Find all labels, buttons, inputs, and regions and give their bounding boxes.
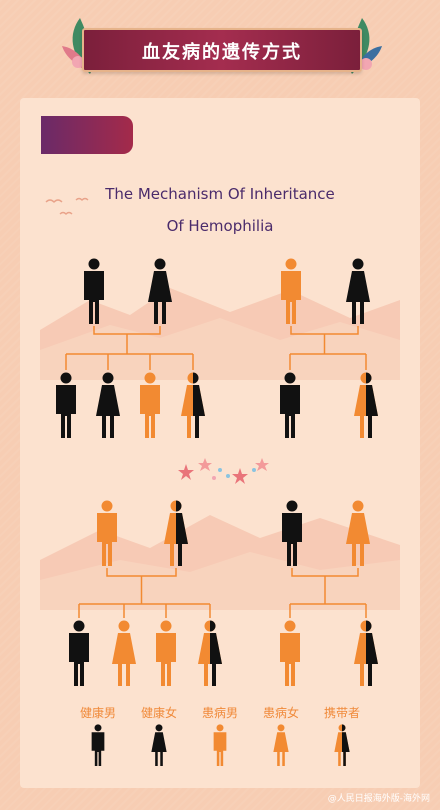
family-1-child-2	[96, 372, 120, 438]
family-4-child-2	[354, 620, 378, 686]
legend-figure-female-affected	[273, 724, 289, 766]
family-1-child-1	[56, 372, 76, 438]
family-3-child-2	[112, 620, 136, 686]
section-tag	[41, 116, 133, 154]
heading-line-2: Of Hemophilia	[166, 217, 274, 235]
star-icon	[178, 458, 269, 484]
content-card	[20, 98, 420, 788]
family-1-child-3	[140, 372, 160, 438]
bird-icon	[45, 197, 89, 215]
family-1-child-4	[181, 372, 205, 438]
legend-figure-female-carrier	[334, 724, 350, 766]
mountain-landscape-icon	[40, 288, 400, 610]
legend-label-affected-male: 患病男	[201, 706, 238, 720]
family-2-child-1	[280, 372, 300, 438]
banner-title: 血友病的遗传方式	[142, 42, 302, 63]
title-banner: 血友病的遗传方式	[82, 28, 362, 72]
heading-line-1: The Mechanism Of Inheritance	[105, 185, 335, 203]
family-3-child-1	[69, 620, 89, 686]
family-2-child-2	[354, 372, 378, 438]
legend-figure-male-affected	[213, 724, 227, 766]
legend-label-healthy-female: 健康女	[140, 706, 177, 720]
legend-label-carrier: 携带者	[323, 706, 360, 720]
family-3-child-3	[156, 620, 176, 686]
legend-label-affected-female: 患病女	[262, 706, 299, 720]
connector-lines	[65, 326, 367, 618]
legend-figure-female-healthy	[151, 724, 167, 766]
legend-figure-male-healthy	[91, 724, 105, 766]
legend-label-healthy-male: 健康男	[79, 706, 116, 720]
family-3-child-4	[198, 620, 222, 686]
footer-credit: @人民日报海外版-海外网	[327, 794, 430, 804]
family-4-child-1	[280, 620, 300, 686]
